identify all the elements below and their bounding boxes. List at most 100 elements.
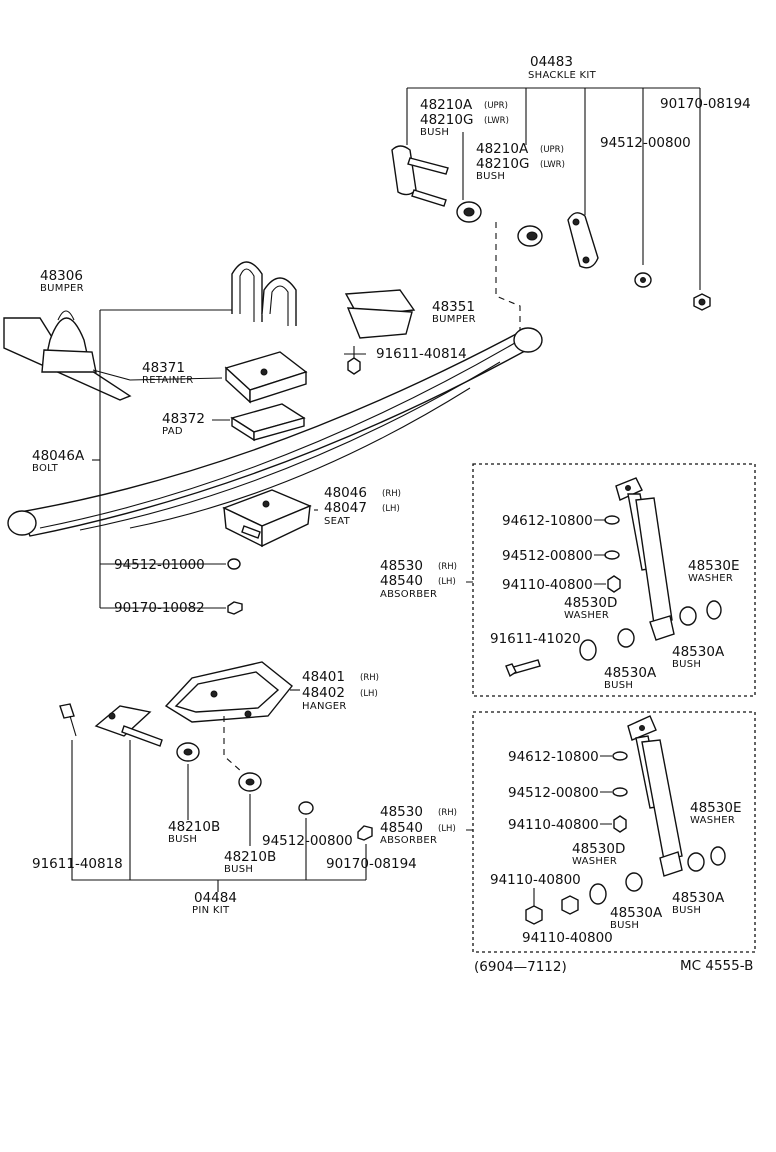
absorber-lh-part-number: 48540 [380,820,423,836]
nut-part-number: 94110-40800 [522,930,613,946]
nut-icon [693,293,711,311]
washer-part-number: 48530E [690,800,741,816]
bush-part-number: 48530A [672,644,725,660]
upr-label: (UPR) [540,145,564,155]
pin-kit-label: PIN KIT [192,905,230,916]
bush-lwr-number: 48210G [476,156,529,172]
washer-part-number: 94512-00800 [600,135,691,151]
washer-icon [612,751,628,761]
leaf-spring-icon [7,327,543,537]
washer-part-number: 94512-01000 [114,557,205,573]
bush-icon [238,772,262,792]
bush-label: BUSH [224,864,253,875]
rh-label: (RH) [438,562,457,572]
bush-part-number: 48210B [224,849,276,865]
washer-icon [604,550,620,560]
upr-label: (UPR) [484,101,508,111]
washer-part-number: 94512-00800 [508,785,599,801]
spring-seat-icon [222,489,312,548]
nut-icon [613,815,627,833]
pad-part-number: 48372 [162,411,205,427]
nut-part-number: 94110-40800 [508,817,599,833]
absorber-box-upper [472,463,756,697]
rh-label: (RH) [438,808,457,818]
bumper-icon [41,310,97,373]
washer-part-number: 94612-10800 [502,513,593,529]
washer-icon [634,272,652,288]
pin-kit-number: 04484 [194,890,237,906]
bush-icon [679,606,697,626]
diagram-code: MC 4555-B [680,958,753,974]
hanger-icon [164,661,293,723]
bolt-part-number: 48046A [32,448,85,464]
nut-part-number: 94110-40800 [490,872,581,888]
pad-icon [230,403,306,442]
pad-label: PAD [162,426,183,437]
nut-icon [227,601,243,615]
bumper-icon [344,289,416,339]
bush-icon [517,225,543,247]
shackle-plate-icon [391,145,449,207]
washer-label: WASHER [688,573,733,584]
absorber-rh-part-number: 48530 [380,804,423,820]
bolt-icon [59,703,77,737]
seat-rh-part-number: 48046 [324,485,367,501]
bush-icon [176,742,200,762]
shackle-kit-number: 04483 [530,54,573,70]
bumper-label: BUMPER [432,314,476,325]
retainer-part-number: 48371 [142,360,185,376]
nut-icon [357,825,373,841]
washer-icon [710,846,726,866]
seat-lh-part-number: 48047 [324,500,367,516]
washer-icon [579,639,597,661]
bolt-label: BOLT [32,463,59,474]
hanger-rh-part-number: 48401 [302,669,345,685]
seat-label: SEAT [324,516,351,527]
shock-absorber-icon [615,477,675,641]
bush-icon [456,201,482,223]
nut-part-number: 94110-40800 [502,577,593,593]
bush-upr-number: 48210A [476,141,529,157]
bush-label: BUSH [476,171,505,182]
bolt-icon [505,659,541,678]
bush-part-number: 48530A [672,890,725,906]
rh-label: (RH) [382,489,401,499]
bush-part-number: 48530A [610,905,663,921]
bumper-part-number: 48306 [40,268,83,284]
absorber-rh-part-number: 48530 [380,558,423,574]
absorber-box-lower [472,711,756,953]
bolt-part-number: 91611-40814 [376,346,467,362]
lh-label: (LH) [438,824,456,834]
nut-icon [561,895,579,915]
lh-label: (LH) [382,504,400,514]
shackle-kit-label: SHACKLE KIT [528,70,597,81]
bush-label: BUSH [672,659,701,670]
shackle-side-plate-icon [567,212,599,269]
bush-icon [687,852,705,872]
bush-label: BUSH [168,834,197,845]
date-range: (6904—7112) [474,959,567,975]
shackle-kit-group [391,87,711,336]
nut-icon [525,905,543,925]
washer-part-number: 94512-00800 [502,548,593,564]
bumper-label: BUMPER [40,283,84,294]
washer-label: WASHER [690,815,735,826]
washer-icon [706,600,722,620]
hanger-label: HANGER [302,701,347,712]
bush-label: BUSH [604,680,633,691]
washer-part-number: 48530D [572,841,625,857]
washer-icon [589,883,607,905]
washer-label: WASHER [564,610,609,621]
bush-label: BUSH [610,920,639,931]
retainer-label: RETAINER [142,375,194,386]
washer-icon [227,558,241,570]
bush-icon [617,628,635,648]
absorber-label: ABSORBER [380,835,437,846]
absorber-label: ABSORBER [380,589,437,600]
bush-icon [625,872,643,892]
bush-lwr-number: 48210G [420,112,473,128]
nut-part-number: 90170-10082 [114,600,205,616]
washer-part-number: 48530D [564,595,617,611]
